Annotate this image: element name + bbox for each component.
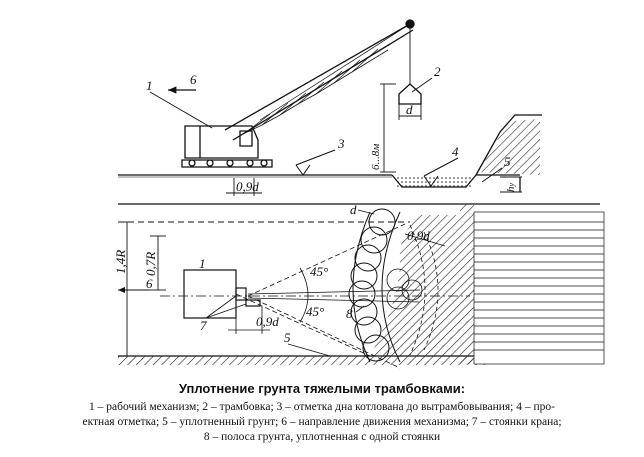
boom-lines-plan: [247, 289, 421, 303]
caption-line: ектная отметка; 5 – уплотненный грунт; 6…: [82, 416, 562, 428]
compacted-strip: [118, 356, 490, 365]
angle-arc: [299, 267, 309, 323]
crane: [181, 125, 273, 168]
label-3: 3: [337, 136, 345, 151]
spacing-dimensions-plan: [228, 209, 446, 334]
label-1-top: 1: [146, 78, 153, 93]
label-spacing-plan-arc: 0,9d: [407, 228, 430, 243]
scale-ruler: [473, 211, 605, 365]
label-d-top: d: [406, 102, 413, 117]
label-6-plan: 6: [146, 276, 153, 291]
label-7: 7: [200, 318, 207, 333]
drop-height-dimension: [380, 83, 422, 173]
tamping-diagram: 1 6 2 3 4 5 d 6...8м hу 0,9d 1,4R 0,7R 6…: [113, 19, 605, 369]
label-drop-height: 6...8м: [370, 144, 382, 170]
label-5-plan: 5: [284, 330, 291, 345]
labels: 1 6 2 3 4 5 d 6...8м hу 0,9d 1,4R 0,7R 6…: [113, 64, 517, 345]
crane-boom: [224, 19, 415, 141]
label-spacing-top: 0,9d: [236, 179, 259, 194]
label-radius-outer: 1,4R: [113, 250, 128, 274]
label-4: 4: [452, 144, 459, 159]
label-8: 8: [346, 306, 353, 321]
elevation-view: [118, 19, 542, 196]
label-spacing-plan-bottom: 0,9d: [256, 314, 279, 329]
label-angle-upper: 45°: [310, 264, 328, 279]
label-compaction-depth: hу: [505, 183, 517, 193]
tamper-weight: [398, 83, 422, 105]
compacted-area: [370, 215, 460, 356]
spacing-dimension-top: [226, 178, 262, 196]
figure-caption: Уплотнение грунта тяжелыми трамбовками: …: [0, 381, 644, 445]
label-6-top: 6: [190, 72, 197, 87]
label-2: 2: [434, 64, 441, 79]
tamped-arc-strip: [348, 208, 439, 363]
caption-line: 8 – полоса грунта, уплотненная с одной с…: [203, 431, 441, 443]
radius-dimensions: [118, 221, 410, 356]
label-d-plan: d: [350, 202, 357, 217]
caption-title: Уплотнение грунта тяжелыми трамбовками:: [178, 381, 466, 396]
leader-lines-top: [149, 77, 503, 183]
leader-lines-plan: [205, 295, 365, 357]
label-1-plan: 1: [199, 256, 206, 271]
label-5: 5: [504, 154, 511, 169]
plan-view: [118, 203, 605, 369]
label-angle-lower: 45°: [306, 304, 324, 319]
compaction-depth-dimension: [500, 176, 522, 193]
label-radius-inner: 0,7R: [143, 252, 158, 276]
swing-angle-rays: [235, 223, 406, 369]
ground-surface: [118, 114, 542, 192]
caption-line: 1 – рабочий механизм; 2 – трамбовка; 3 –…: [89, 401, 555, 413]
level-markers: [295, 149, 459, 187]
